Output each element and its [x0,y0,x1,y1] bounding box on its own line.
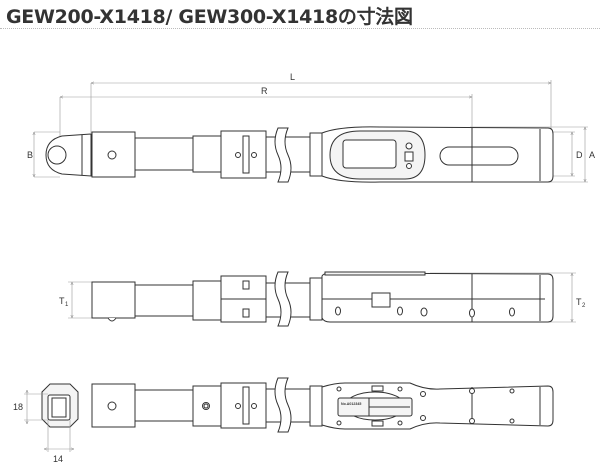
tube [134,284,194,317]
sleeve [192,280,222,321]
label-T2-sub: 2 [582,303,586,309]
ring-head [45,133,92,177]
break-mark [274,377,292,433]
dimension-18: 18 [13,390,48,424]
label-D: D [576,150,583,160]
label-14: 14 [53,454,63,464]
button-icon [406,163,412,169]
dimension-B: B [27,132,60,177]
sleeve [192,135,222,173]
handle-body [321,272,554,323]
head-pin [107,150,117,160]
label-B: B [27,150,33,160]
head-block [91,281,136,319]
top-view: L R B D A [27,72,595,183]
dimension-L: L [91,72,551,135]
label-L: L [290,72,295,82]
dimension-14: 14 [44,420,74,464]
label-T1-sub: 1 [65,302,69,308]
label-T1: T [59,296,65,306]
button-icon [405,142,413,150]
label-18: 18 [13,402,23,412]
dimension-T1: T 1 [59,282,92,318]
tube [134,137,194,171]
side-view: T 1 T 2 [59,271,586,327]
dimension-T2: T 2 [430,273,586,322]
break-mark [274,127,292,183]
title-divider [0,28,600,29]
side-window [371,292,391,308]
grip-slot [439,146,519,166]
page-title: GEW200-X1418/ GEW300-X1418の寸法図 [6,6,413,28]
square-drive-end [41,383,79,428]
lcd-screen [342,139,397,169]
button-icon [404,151,414,162]
label-A: A [589,150,595,160]
bottom-view: 18 14 No.A012345 [13,377,554,464]
ring-hole [47,145,67,165]
label-T2: T [576,297,582,307]
serial-number: No.A012345 [341,402,361,406]
label-R: R [261,86,268,96]
break-mark [274,271,292,327]
tube [134,389,194,422]
